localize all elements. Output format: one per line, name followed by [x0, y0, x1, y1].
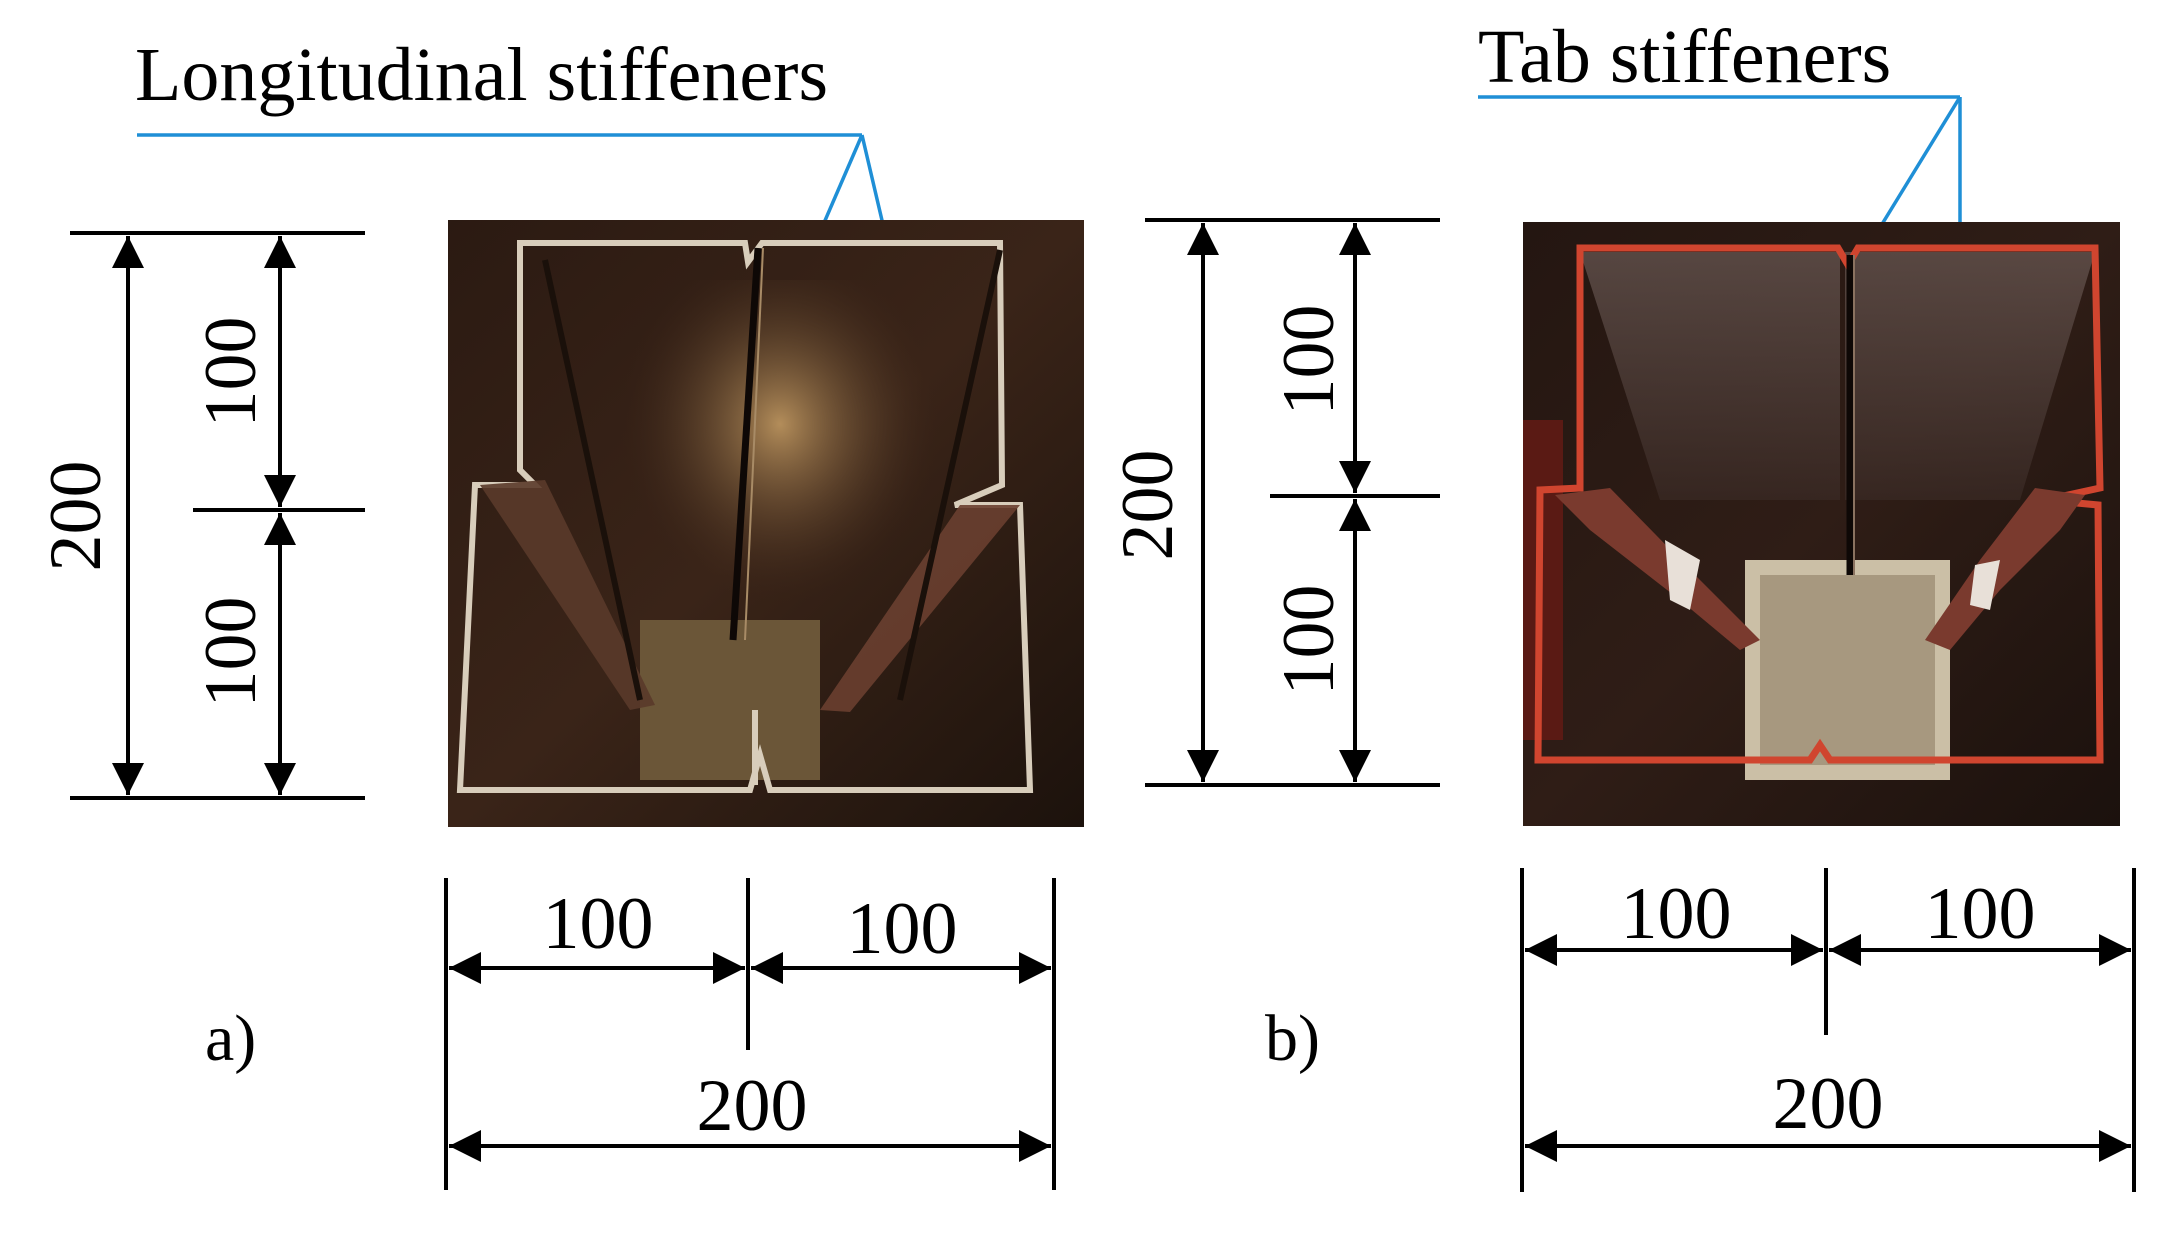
dim-a-width-total: 200: [697, 1065, 808, 1147]
dim-b-height-lower: 100: [1268, 585, 1350, 696]
panel-label-a: a): [205, 1002, 256, 1075]
height-dimensions-b: 200 100 100: [1107, 218, 1440, 787]
width-dimensions-a: 100 100 200: [444, 878, 1056, 1190]
dim-b-width-left: 100: [1621, 873, 1732, 955]
width-dimensions-b: 100 100 200: [1520, 868, 2136, 1192]
panel-a: Longitudinal stiffeners: [35, 33, 1084, 1190]
callout-longitudinal-stiffeners: Longitudinal stiffeners: [135, 33, 828, 117]
dim-a-height-total: 200: [35, 461, 117, 572]
dim-a-width-right: 100: [847, 888, 958, 970]
dim-b-width-total: 200: [1773, 1063, 1884, 1145]
panel-b: Tab stiffeners: [1107, 15, 2136, 1192]
dim-a-width-left: 100: [543, 883, 654, 965]
dim-a-height-upper: 100: [190, 317, 272, 428]
dim-b-height-upper: 100: [1268, 305, 1350, 416]
dim-a-height-lower: 100: [190, 597, 272, 708]
height-dimensions-a: 200 100 100: [35, 231, 365, 800]
dim-b-height-total: 200: [1107, 450, 1189, 561]
panel-label-b: b): [1265, 1002, 1320, 1075]
dim-b-width-right: 100: [1925, 873, 2036, 955]
specimen-photo-b: [1523, 222, 2120, 826]
specimen-photo-a: [448, 220, 1084, 827]
callout-tab-stiffeners: Tab stiffeners: [1478, 15, 1891, 99]
